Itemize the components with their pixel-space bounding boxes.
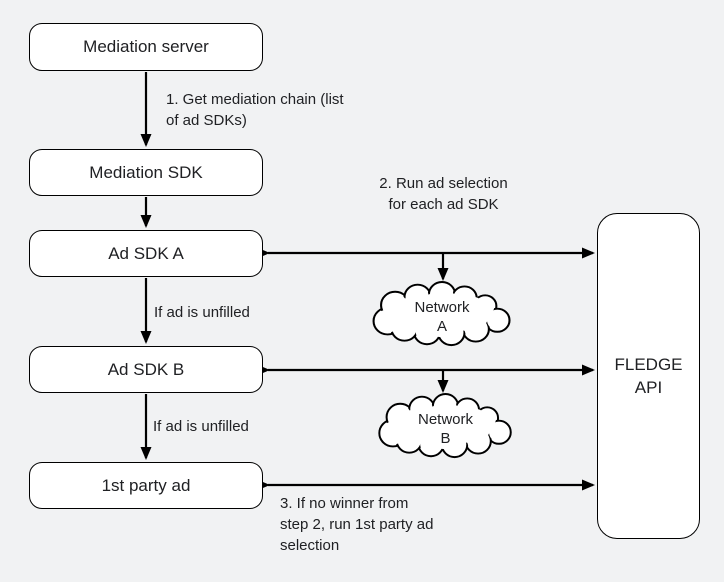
node-mediation-server: Mediation server [29,23,263,71]
node-mediation-sdk: Mediation SDK [29,149,263,196]
node-label: Ad SDK A [108,243,184,263]
node-label: Mediation server [83,37,209,56]
node-label: API [634,378,663,397]
node-label: 1st party ad [101,475,191,495]
node-label: Ad SDK B [107,359,185,379]
annotation-unfilled-b: If ad is unfilled [153,418,249,435]
annotation-unfilled-a: If ad is unfilled [154,304,250,321]
annotation-step1: 1. Get mediation chain (list of ad SDKs) [166,91,344,129]
node-label: FLEDGE [614,355,683,374]
node-fledge-api: FLEDGE API [597,213,700,539]
cloud-icon [372,281,511,347]
node-ad-sdk-b: Ad SDK B [29,346,263,393]
node-label: Mediation SDK [89,162,203,182]
cloud-icon [378,393,512,459]
annotation-step2: 2. Run ad selection for each ad SDK [379,175,508,213]
node-first-party-ad: 1st party ad [29,462,263,509]
annotation-step3: 3. If no winner from step 2, run 1st par… [280,495,434,554]
cloud-network-b: Network B [373,393,518,459]
cloud-label-network-b: Network B [417,411,473,447]
cloud-network-a: Network A [367,281,517,347]
node-ad-sdk-a: Ad SDK A [29,230,263,277]
cloud-label-network-a: Network A [414,299,470,335]
